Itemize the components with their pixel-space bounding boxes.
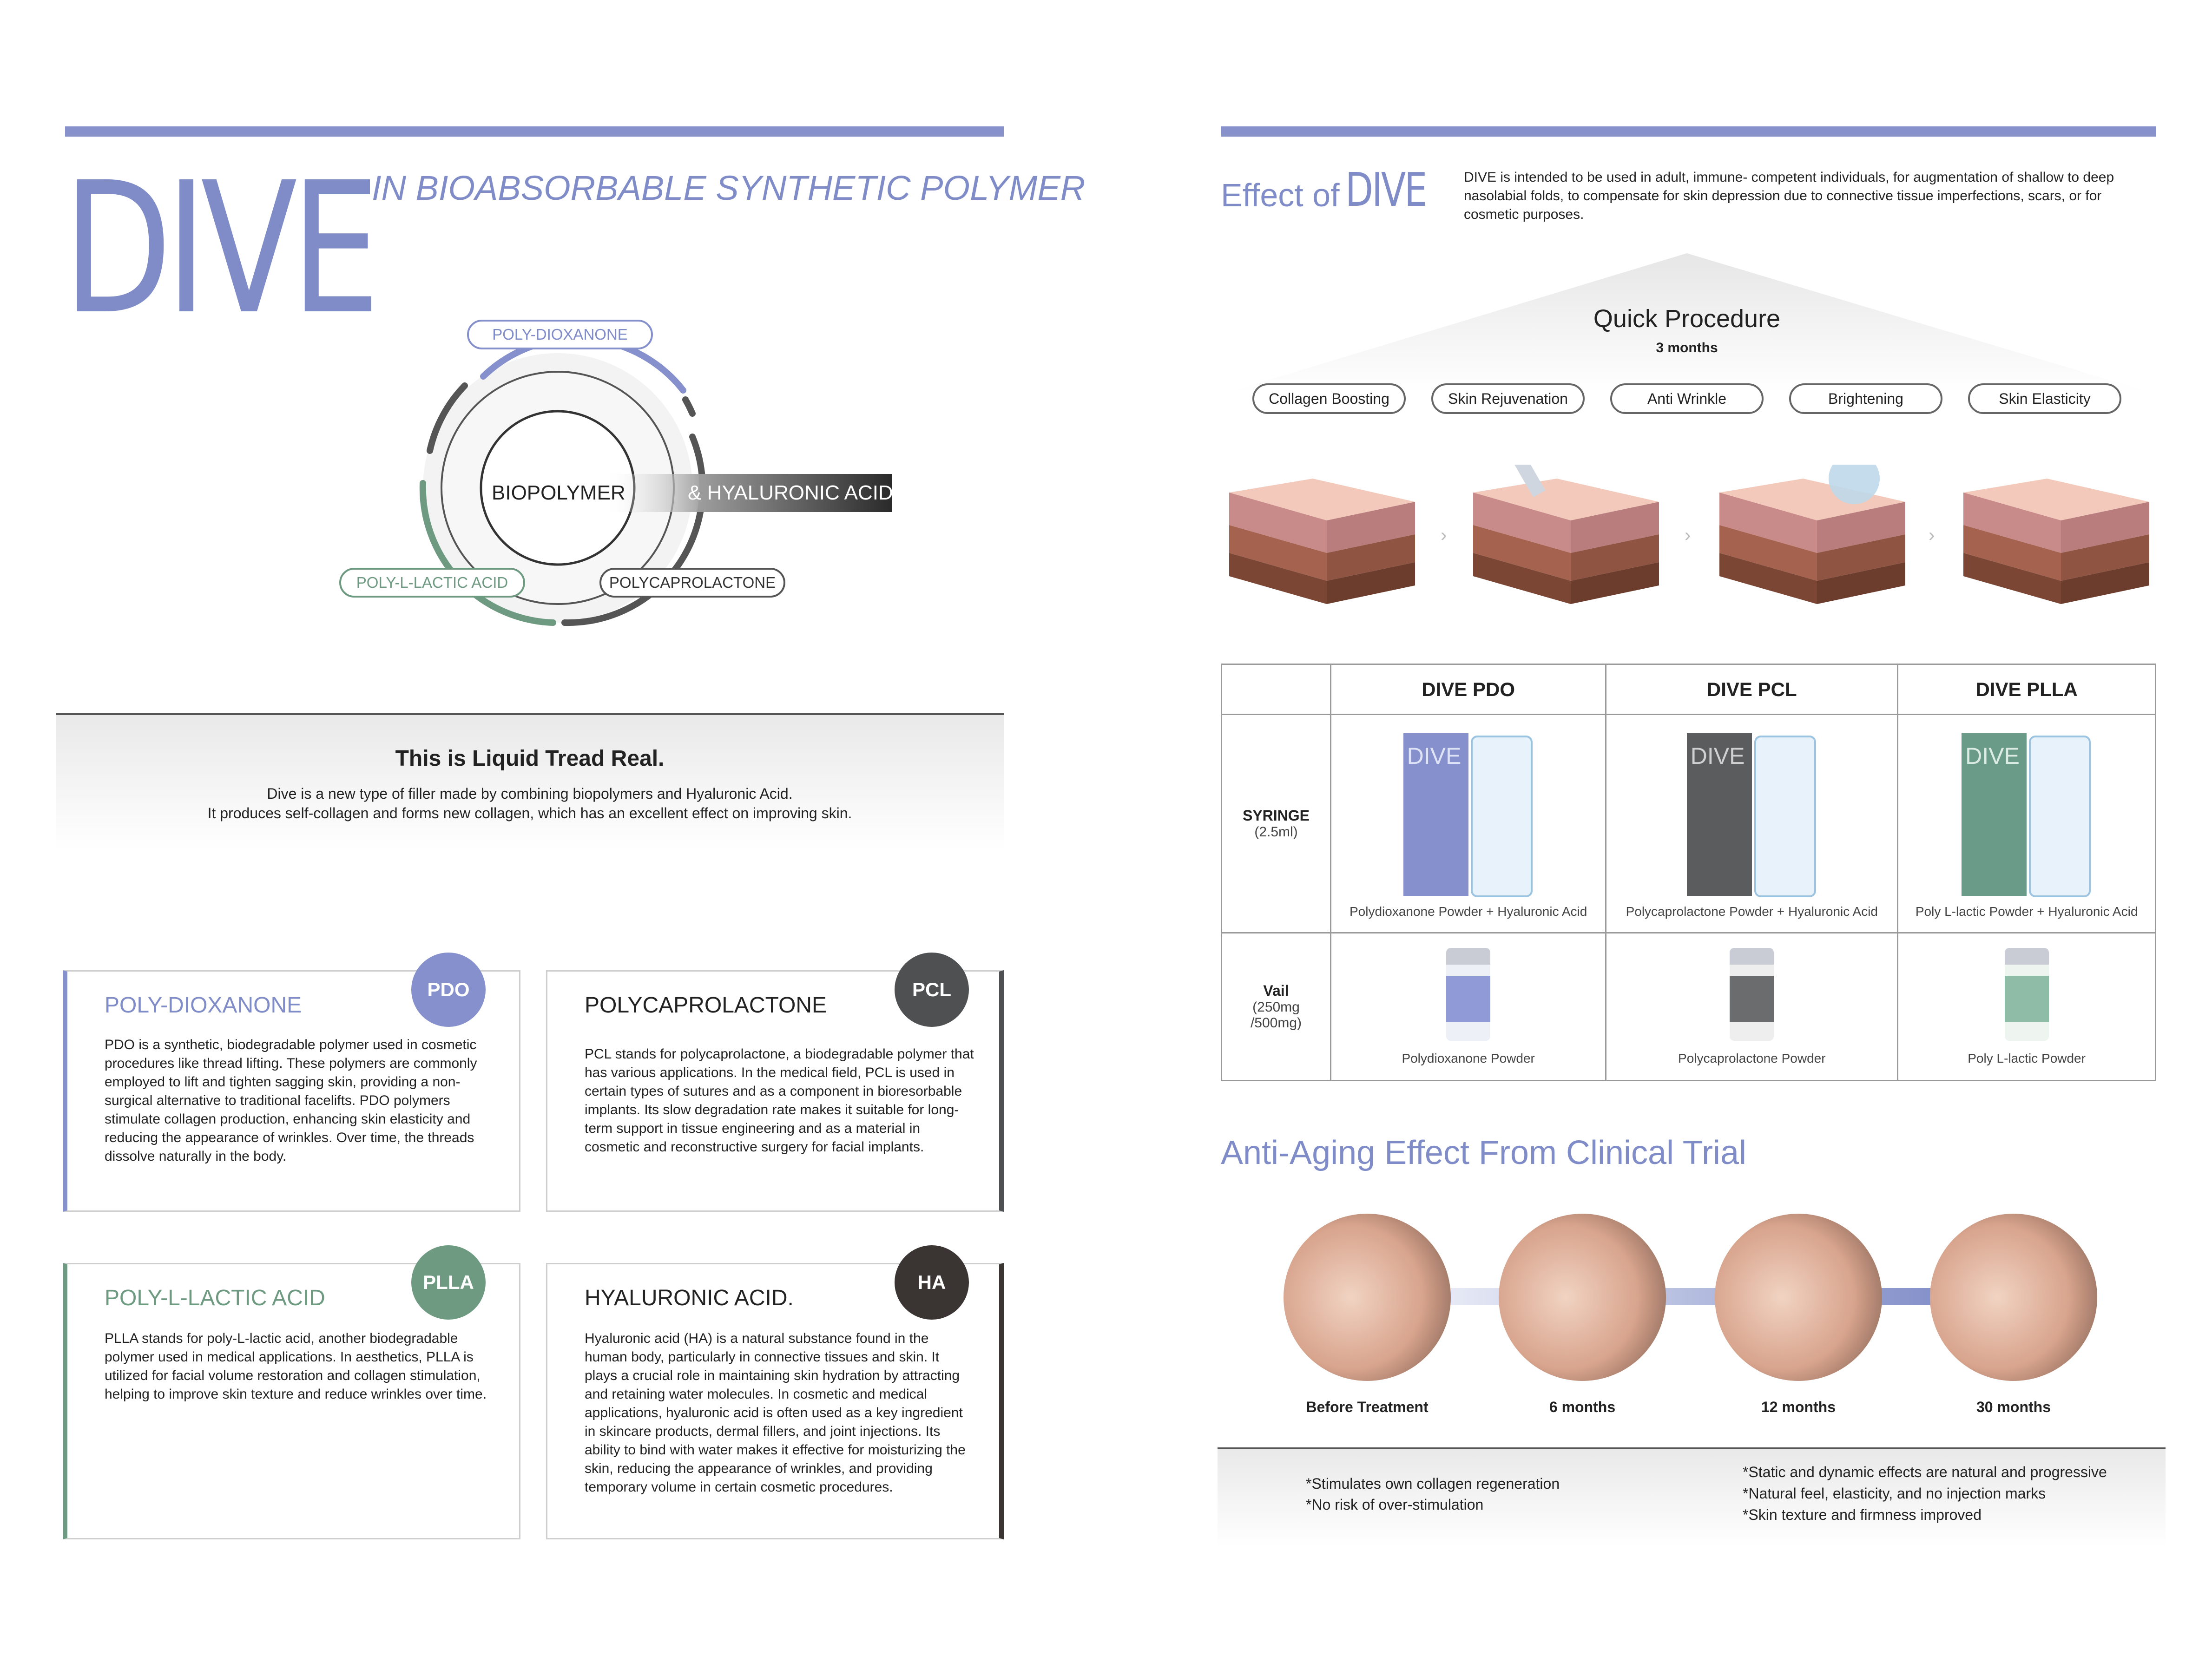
row-label-syringe-title: SYRINGE	[1242, 807, 1310, 824]
syringe-cell-pdo: DIVE P Polydioxanone Powder + Hyaluronic…	[1330, 714, 1607, 933]
card-pdo-title: POLY-DIOXANONE	[105, 993, 302, 1018]
table-header-plla: DIVE PLLA	[1897, 664, 2156, 715]
benefit-skin-elasticity: Skin Elasticity	[1968, 383, 2121, 414]
effect-prefix: Effect of	[1221, 177, 1340, 213]
syringe-cell-plla: DIVE L Poly L-lactic Powder + Hyaluronic…	[1897, 714, 2156, 933]
card-ha-body: Hyaluronic acid (HA) is a natural substa…	[585, 1331, 966, 1495]
row-label-syringe: SYRINGE (2.5ml)	[1221, 714, 1331, 933]
tagline: IN BIOABSORBABLE SYNTHETIC POLYMER	[372, 169, 1086, 207]
product-table: DIVE PDO DIVE PCL DIVE PLLA SYRINGE (2.5…	[1221, 664, 2156, 1081]
card-pdo: POLY-DIOXANONE PDO is a synthetic, biode…	[63, 970, 520, 1212]
diagram-plla-pill: POLY-L-LACTIC ACID	[339, 568, 525, 598]
vial-icon	[2004, 947, 2049, 1041]
syringe-blister-icon	[1754, 735, 1816, 897]
stage-label-before: Before Treatment	[1306, 1399, 1429, 1415]
intro-band	[56, 713, 1004, 850]
syringe-caption-pcl: Polycaprolactone Powder + Hyaluronic Aci…	[1626, 904, 1878, 919]
syringe-cell-pcl: DIVE C Polycaprolactone Powder + Hyaluro…	[1605, 714, 1899, 933]
intro-line1: Dive is a new type of filler made by com…	[267, 785, 793, 802]
arrow-icon: ›	[1441, 525, 1447, 546]
card-pcl: POLYCAPROLACTONE PCL stands for polycapr…	[546, 970, 1004, 1212]
benefit-anti-wrinkle: Anti Wrinkle	[1610, 383, 1764, 414]
row-label-syringe-sub: (2.5ml)	[1254, 824, 1298, 840]
vial-caption-pdo: Polydioxanone Powder	[1402, 1051, 1535, 1065]
stage-label-12-months: 12 months	[1761, 1399, 1836, 1415]
diagram-pcl-pill: POLYCAPROLACTONE	[599, 568, 785, 598]
right-top-rule	[1221, 126, 2156, 137]
procedure-subtitle: 3 months	[1656, 340, 1718, 355]
syringe-blister-icon	[1470, 735, 1533, 897]
card-ha-title: HYALURONIC ACID.	[585, 1286, 794, 1310]
vial-cell-pdo: Polydioxanone Powder	[1330, 932, 1607, 1081]
left-top-rule	[65, 126, 1004, 137]
procedure-title: Quick Procedure	[1593, 305, 1781, 333]
row-label-vail: Vail (250mg /500mg)	[1221, 932, 1331, 1081]
intro-title: This is Liquid Tread Real.	[395, 746, 665, 771]
syringe-caption-pdo: Polydioxanone Powder + Hyaluronic Acid	[1349, 904, 1587, 919]
stage-label-6-months: 6 months	[1549, 1399, 1616, 1415]
stage-label-30-months: 30 months	[1976, 1399, 2051, 1415]
product-box-label-plla: DIVE L	[1965, 743, 2027, 769]
product-box-plla: DIVE L	[1962, 733, 2027, 896]
table-corner	[1221, 664, 1331, 715]
card-plla-title: POLY-L-LACTIC ACID	[105, 1286, 325, 1310]
skin-layer-illustration-3	[1719, 465, 1905, 604]
intro-line2: It produces self-collagen and forms new …	[207, 805, 852, 822]
table-header-pcl: DIVE PCL	[1605, 664, 1899, 715]
product-box-pcl: DIVE C	[1686, 733, 1752, 896]
vial-caption-plla: Poly L-lactic Powder	[1968, 1051, 2086, 1065]
diagram-side-label: & HYALURONIC ACID.	[688, 481, 899, 504]
syringe-blister-icon	[2029, 735, 2091, 897]
card-pdo-body: PDO is a synthetic, biodegradable polyme…	[105, 1037, 477, 1164]
row-label-vail-sub2: /500mg)	[1250, 1015, 1302, 1031]
row-label-vail-title: Vail	[1263, 982, 1289, 999]
biopolymer-diagram	[419, 335, 892, 626]
badge-plla: PLLA	[411, 1245, 486, 1320]
card-pcl-title: POLYCAPROLACTONE	[585, 993, 827, 1018]
vial-caption-pcl: Polycaprolactone Powder	[1678, 1051, 1826, 1065]
arrow-icon: ›	[1685, 525, 1691, 546]
product-box-label-pdo: DIVE P	[1407, 743, 1468, 769]
note-left-1: *Stimulates own collagen regeneration	[1306, 1475, 1560, 1492]
syringe-caption-plla: Poly L-lactic Powder + Hyaluronic Acid	[1915, 904, 2138, 919]
note-left-2: *No risk of over-stimulation	[1306, 1496, 1484, 1513]
vial-cell-pcl: Polycaprolactone Powder	[1605, 932, 1899, 1081]
skin-layer-illustration-2	[1473, 465, 1659, 604]
effect-brand: DIVE	[1345, 163, 1427, 217]
badge-ha: HA	[895, 1245, 969, 1320]
benefit-skin-rejuvenation: Skin Rejuvenation	[1431, 383, 1585, 414]
badge-pcl: PCL	[895, 953, 969, 1027]
face-30-months	[1930, 1214, 2097, 1381]
row-label-vail-sub1: (250mg	[1252, 999, 1300, 1015]
arrow-icon: ›	[1929, 525, 1935, 546]
brand-title: DIVE	[63, 143, 380, 354]
skin-layer-illustration-4	[1963, 479, 2149, 604]
face-12-months	[1715, 1214, 1882, 1381]
product-box-label-pcl: DIVE C	[1690, 743, 1752, 769]
product-box-pdo: DIVE P	[1403, 733, 1468, 896]
notes-band	[1218, 1447, 2166, 1547]
anti-aging-title: Anti-Aging Effect From Clinical Trial	[1221, 1134, 1747, 1171]
card-plla-body: PLLA stands for poly-L-lactic acid, anot…	[105, 1331, 487, 1402]
card-pcl-body: PCL stands for polycaprolactone, a biode…	[585, 1046, 974, 1155]
note-right-1: *Static and dynamic effects are natural …	[1743, 1464, 2107, 1480]
benefit-brightening: Brightening	[1789, 383, 1942, 414]
vial-cell-plla: Poly L-lactic Powder	[1897, 932, 2156, 1081]
table-header-pdo: DIVE PDO	[1330, 664, 1607, 715]
vial-icon	[1446, 947, 1491, 1041]
benefit-collagen-boosting: Collagen Boosting	[1252, 383, 1406, 414]
diagram-pdo-pill: POLY-DIOXANONE	[467, 320, 653, 349]
diagram-center-label: BIOPOLYMER	[492, 481, 625, 504]
badge-pdo: PDO	[411, 953, 486, 1027]
effect-description: DIVE is intended to be used in adult, im…	[1464, 170, 2114, 222]
face-before	[1284, 1214, 1451, 1381]
procedure-roof	[1227, 253, 2152, 393]
card-plla: POLY-L-LACTIC ACID PLLA stands for poly-…	[63, 1263, 520, 1539]
skin-layer-illustration-1	[1229, 479, 1415, 604]
note-right-2: *Natural feel, elasticity, and no inject…	[1743, 1485, 2046, 1502]
note-right-3: *Skin texture and firmness improved	[1743, 1506, 1982, 1523]
face-6-months	[1499, 1214, 1666, 1381]
vial-icon	[1730, 947, 1774, 1041]
